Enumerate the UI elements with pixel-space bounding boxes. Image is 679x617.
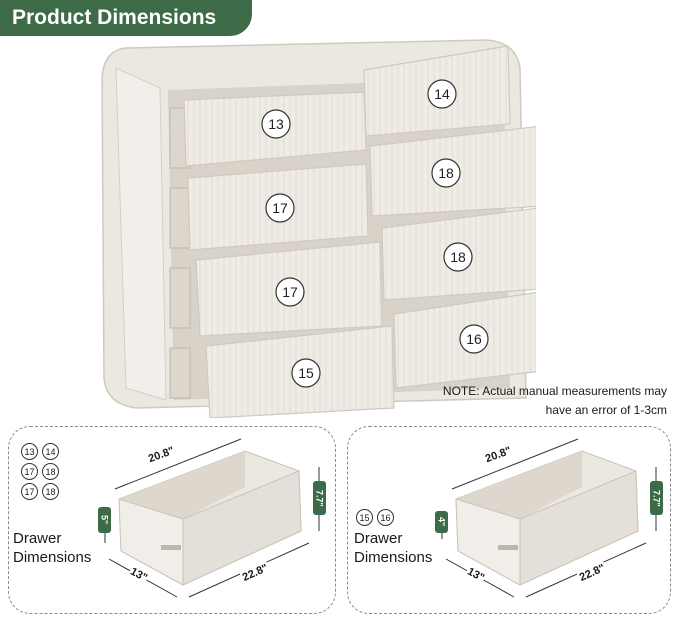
title-line-2: Dimensions xyxy=(354,549,433,566)
drawer-number-4: 18 xyxy=(438,165,454,181)
drawer-dimensions-panel-large: 13 14 17 18 17 18 Drawer Dimensions 20.8… xyxy=(8,426,336,614)
drawer-badge: 13 xyxy=(21,443,38,460)
title-line-2: Dimensions xyxy=(13,549,92,566)
drawer-badge: 14 xyxy=(42,443,59,460)
note-line-1: NOTE: Actual manual measurements may xyxy=(442,384,667,398)
drawer-badge: 16 xyxy=(377,509,394,526)
page-title: Product Dimensions xyxy=(12,6,217,29)
drawer-badge: 15 xyxy=(356,509,373,526)
drawer-inner-height-tag: 4" xyxy=(435,511,448,533)
drawer-dimensions-title: Drawer Dimensions xyxy=(13,529,91,567)
drawer-inner-height-tag: 5" xyxy=(98,507,111,533)
dresser-illustration: 13 14 17 18 17 18 15 16 xyxy=(101,39,536,418)
drawer-dimensions-title: Drawer Dimensions xyxy=(354,529,432,567)
title-line-1: Drawer xyxy=(354,530,403,547)
drawer-number-6: 18 xyxy=(450,249,466,265)
drawer-height-tag: 7.7" xyxy=(650,481,663,515)
drawer-badge: 18 xyxy=(42,463,59,480)
drawer-height-tag: 7.7" xyxy=(313,481,326,515)
drawer-number-8: 16 xyxy=(466,331,482,347)
drawer-badge-grid: 13 14 17 18 17 18 xyxy=(21,443,59,500)
title-line-1: Drawer xyxy=(13,530,62,547)
drawer-badge: 17 xyxy=(21,483,38,500)
drawer-number-5: 17 xyxy=(282,284,298,300)
drawer-number-2: 14 xyxy=(434,86,450,102)
drawer-3d-diagram xyxy=(441,438,657,598)
measurement-note: NOTE: Actual manual measurements may hav… xyxy=(367,382,667,420)
drawer-number-7: 15 xyxy=(298,365,314,381)
note-line-2: have an error of 1-3cm xyxy=(545,403,667,417)
drawer-badge: 17 xyxy=(21,463,38,480)
drawer-badge: 18 xyxy=(42,483,59,500)
page-title-banner: Product Dimensions xyxy=(0,0,252,36)
drawer-number-3: 17 xyxy=(272,200,288,216)
drawer-3d-diagram xyxy=(104,438,320,598)
drawer-number-1: 13 xyxy=(268,116,284,132)
drawer-dimensions-panel-small: 15 16 Drawer Dimensions 20.8" 7.7" 4" 13… xyxy=(347,426,671,614)
drawer-badge-grid: 15 16 xyxy=(356,509,394,526)
